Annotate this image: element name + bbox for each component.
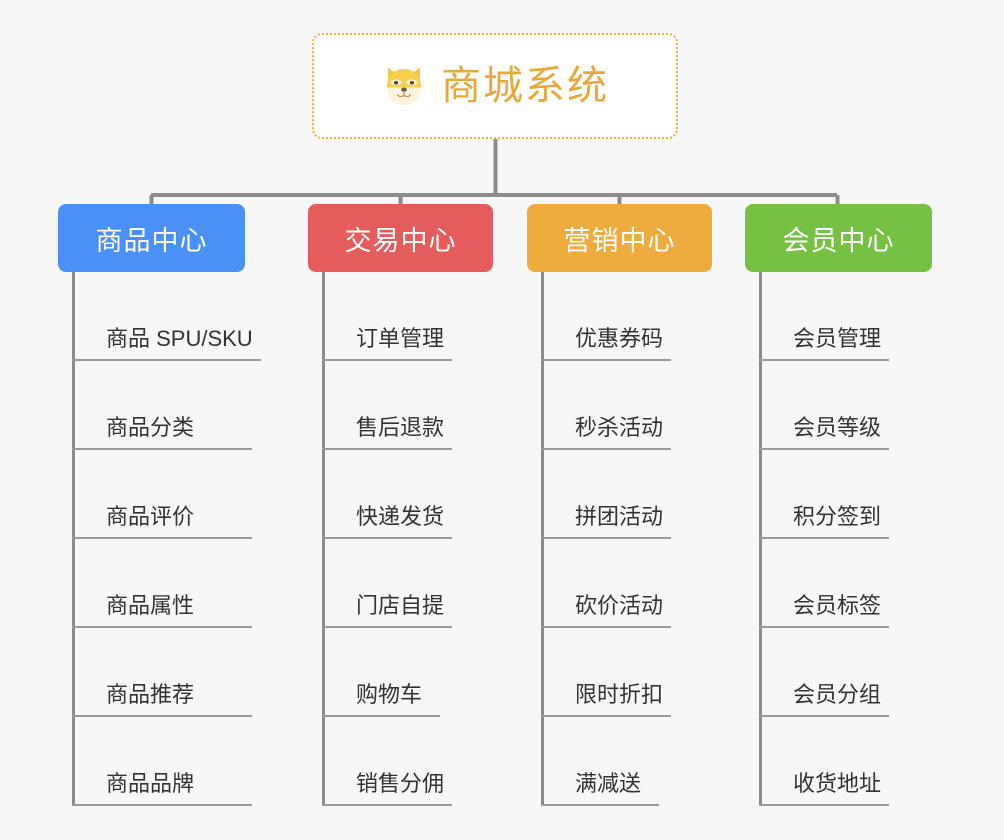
leaf-label: 收货地址 [759,773,890,806]
branch-header-0[interactable]: 商品中心 [58,204,245,272]
leaf-item[interactable]: 门店自提 [322,539,453,628]
leaf-item[interactable]: 商品品牌 [72,717,261,806]
branch-header-1[interactable]: 交易中心 [308,204,493,272]
leaf-label: 会员等级 [759,417,890,450]
leaf-item[interactable]: 会员管理 [759,272,890,361]
leaf-item[interactable]: 优惠券码 [541,272,672,361]
leaf-item[interactable]: 会员标签 [759,539,890,628]
leaf-label: 会员分组 [759,684,890,717]
leaf-item[interactable]: 商品分类 [72,361,261,450]
leaf-label: 商品品牌 [72,773,252,806]
leaf-item[interactable]: 会员分组 [759,628,890,717]
leaf-item[interactable]: 快递发货 [322,450,453,539]
leaf-list: 商品 SPU/SKU 商品分类商品评价商品属性商品推荐商品品牌 [72,272,261,806]
leaf-label: 商品推荐 [72,684,252,717]
leaf-item[interactable]: 订单管理 [322,272,453,361]
leaf-label: 商品评价 [72,506,252,539]
leaf-label: 优惠券码 [541,328,672,361]
branch-header-label: 营销中心 [563,225,676,256]
leaf-label: 购物车 [322,684,440,717]
leaf-label: 会员标签 [759,595,890,628]
branch-column: 商品中心商品 SPU/SKU 商品分类商品评价商品属性商品推荐商品品牌 [58,204,261,806]
dog-face-icon [381,63,427,109]
branch-header-label: 会员中心 [782,225,895,256]
branch-header-2[interactable]: 营销中心 [527,204,712,272]
branch-column: 会员中心会员管理会员等级积分签到会员标签会员分组收货地址 [745,204,932,806]
leaf-label: 秒杀活动 [541,417,672,450]
leaf-label: 会员管理 [759,328,890,361]
leaf-label: 商品属性 [72,595,252,628]
leaf-label: 商品 SPU/SKU [72,328,261,361]
leaf-label: 销售分佣 [322,773,453,806]
leaf-item[interactable]: 会员等级 [759,361,890,450]
leaf-item[interactable]: 商品推荐 [72,628,261,717]
leaf-list: 优惠券码秒杀活动拼团活动砍价活动限时折扣满减送 [541,272,672,806]
branch-header-label: 交易中心 [344,225,457,256]
leaf-item[interactable]: 限时折扣 [541,628,672,717]
root-title: 商城系统 [441,64,609,108]
branch-stem [541,272,544,806]
leaf-label: 门店自提 [322,595,453,628]
leaf-label: 商品分类 [72,417,252,450]
leaf-item[interactable]: 售后退款 [322,361,453,450]
root-node[interactable]: 商城系统 [312,33,678,139]
leaf-label: 砍价活动 [541,595,672,628]
leaf-item[interactable]: 购物车 [322,628,452,717]
leaf-label: 快递发货 [322,506,453,539]
leaf-label: 满减送 [541,773,659,806]
leaf-label: 限时折扣 [541,684,672,717]
leaf-list: 会员管理会员等级积分签到会员标签会员分组收货地址 [759,272,890,806]
branch-stem [72,272,75,806]
leaf-item[interactable]: 销售分佣 [322,717,453,806]
leaf-label: 售后退款 [322,417,453,450]
leaf-label: 积分签到 [759,506,890,539]
leaf-item[interactable]: 积分签到 [759,450,890,539]
branch-stem [322,272,325,806]
leaf-item[interactable]: 商品属性 [72,539,261,628]
leaf-item[interactable]: 满减送 [541,717,671,806]
branch-column: 交易中心订单管理售后退款快递发货门店自提购物车销售分佣 [308,204,493,806]
branch-header-3[interactable]: 会员中心 [745,204,932,272]
leaf-item[interactable]: 商品 SPU/SKU [72,272,261,361]
branch-column: 营销中心优惠券码秒杀活动拼团活动砍价活动限时折扣满减送 [527,204,712,806]
leaf-list: 订单管理售后退款快递发货门店自提购物车销售分佣 [322,272,453,806]
leaf-item[interactable]: 砍价活动 [541,539,672,628]
branch-stem [759,272,762,806]
branch-header-label: 商品中心 [95,225,208,256]
leaf-label: 订单管理 [322,328,453,361]
leaf-item[interactable]: 秒杀活动 [541,361,672,450]
leaf-item[interactable]: 拼团活动 [541,450,672,539]
leaf-label: 拼团活动 [541,506,672,539]
leaf-item[interactable]: 收货地址 [759,717,890,806]
leaf-item[interactable]: 商品评价 [72,450,261,539]
